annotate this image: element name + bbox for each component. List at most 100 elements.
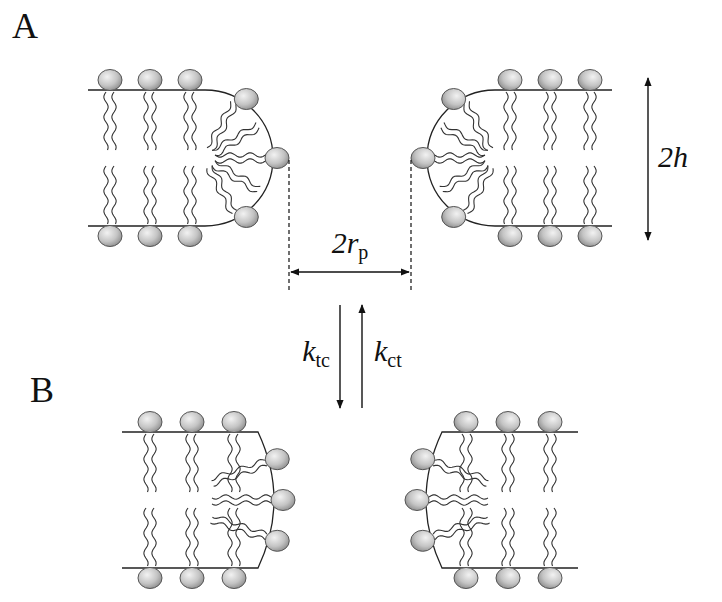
lipid-tail <box>544 166 548 224</box>
lipid-tail <box>152 92 156 150</box>
lipid-tail <box>210 523 265 540</box>
lipid-head <box>454 412 478 433</box>
dimension-label: 2h <box>658 140 688 173</box>
lipid-tail <box>460 434 464 492</box>
lipid-tail <box>212 166 257 192</box>
lipid-tail <box>104 92 108 150</box>
lipid-tail <box>429 495 488 499</box>
dashed-guide <box>410 160 411 292</box>
lipid-head <box>498 70 522 91</box>
lipid-tail <box>469 101 493 148</box>
rate-constant: k <box>302 334 315 367</box>
rate-constant-group: ktc <box>302 336 330 370</box>
membrane-right <box>405 412 578 589</box>
lipid-tail <box>104 166 108 224</box>
lipid-tail <box>544 92 548 150</box>
lipid-head <box>442 206 466 227</box>
rate-constant-group: kct <box>374 336 402 370</box>
dimension-label-group: 2rp <box>332 228 369 262</box>
lipid-head <box>234 89 258 110</box>
pore-membrane-b <box>122 412 578 589</box>
lipid-tail <box>510 508 514 566</box>
lipid-tail <box>504 166 508 224</box>
lipid-tail <box>552 434 556 492</box>
lipid-tail <box>433 465 486 486</box>
lipid-head <box>178 70 202 91</box>
membrane-right <box>411 70 612 247</box>
lipid-tail <box>184 166 188 224</box>
lipid-tail <box>152 166 156 224</box>
lipid-tail <box>429 501 488 505</box>
lipid-tail <box>592 166 596 224</box>
subscript: tc <box>316 349 330 371</box>
lipid-tail <box>228 508 232 566</box>
membrane-outline <box>426 432 578 568</box>
lipid-head <box>138 226 162 247</box>
lipid-tail <box>544 508 548 566</box>
lipid-head <box>98 226 122 247</box>
panel-letter: B <box>30 370 54 410</box>
lipid-head <box>234 206 258 227</box>
lipid-tail <box>215 128 259 156</box>
lipid-head <box>498 226 522 247</box>
lipid-tail <box>186 508 190 566</box>
lipid-head <box>98 70 122 91</box>
lipid-tail <box>236 434 240 492</box>
lipid-head <box>138 70 162 91</box>
lipid-tail <box>504 92 508 150</box>
pore-diameter-arrow <box>291 271 409 272</box>
lipid-head <box>411 148 435 169</box>
rate-constant: k <box>374 334 387 367</box>
lipid-head <box>222 412 246 433</box>
lipid-tail <box>468 508 472 566</box>
panel-letter-group: A <box>12 8 38 44</box>
lipid-head <box>411 449 435 470</box>
lipid-tail <box>584 92 588 150</box>
lipid-head <box>538 70 562 91</box>
lipid-head <box>271 490 295 511</box>
lipid-head <box>222 568 246 589</box>
lipid-tail <box>433 517 488 534</box>
lipid-tail <box>502 508 506 566</box>
lipid-tail <box>212 104 236 151</box>
membrane-left <box>88 70 289 247</box>
membrane-outline <box>122 432 274 568</box>
lipid-tail <box>215 153 267 157</box>
pore-membrane-a <box>88 70 612 247</box>
lipid-tail <box>552 508 556 566</box>
lipid-tail <box>592 92 596 150</box>
rate-arrow-down <box>339 305 340 408</box>
lipid-tail <box>214 465 267 486</box>
lipid-head <box>180 412 204 433</box>
lipid-tail <box>552 166 556 224</box>
lipid-head <box>496 412 520 433</box>
lipid-tail <box>192 92 196 150</box>
lipid-head <box>180 568 204 589</box>
dimension-label-group: 2h <box>658 142 688 172</box>
lipid-tail <box>462 165 488 210</box>
dimension-label: 2r <box>332 226 359 259</box>
lipid-tail <box>152 508 156 566</box>
lipid-tail <box>552 92 556 150</box>
lipid-head <box>454 568 478 589</box>
lipid-tail <box>144 92 148 150</box>
rate-arrow-up <box>361 305 362 408</box>
subscript: p <box>358 241 368 263</box>
lipid-tail <box>184 92 188 150</box>
subscript: ct <box>387 349 401 371</box>
lipid-head <box>138 412 162 433</box>
lipid-tail <box>212 123 256 151</box>
lipid-tail <box>212 501 271 505</box>
lipid-tail <box>441 128 485 156</box>
lipid-tail <box>194 434 198 492</box>
lipid-head <box>138 568 162 589</box>
lipid-head <box>265 530 289 551</box>
lipid-tail <box>192 166 196 224</box>
lipid-tail <box>460 508 464 566</box>
lipid-tail <box>584 166 588 224</box>
lipid-tail <box>544 434 548 492</box>
lipid-tail <box>152 434 156 492</box>
lipid-head <box>578 70 602 91</box>
lipid-head <box>442 89 466 110</box>
